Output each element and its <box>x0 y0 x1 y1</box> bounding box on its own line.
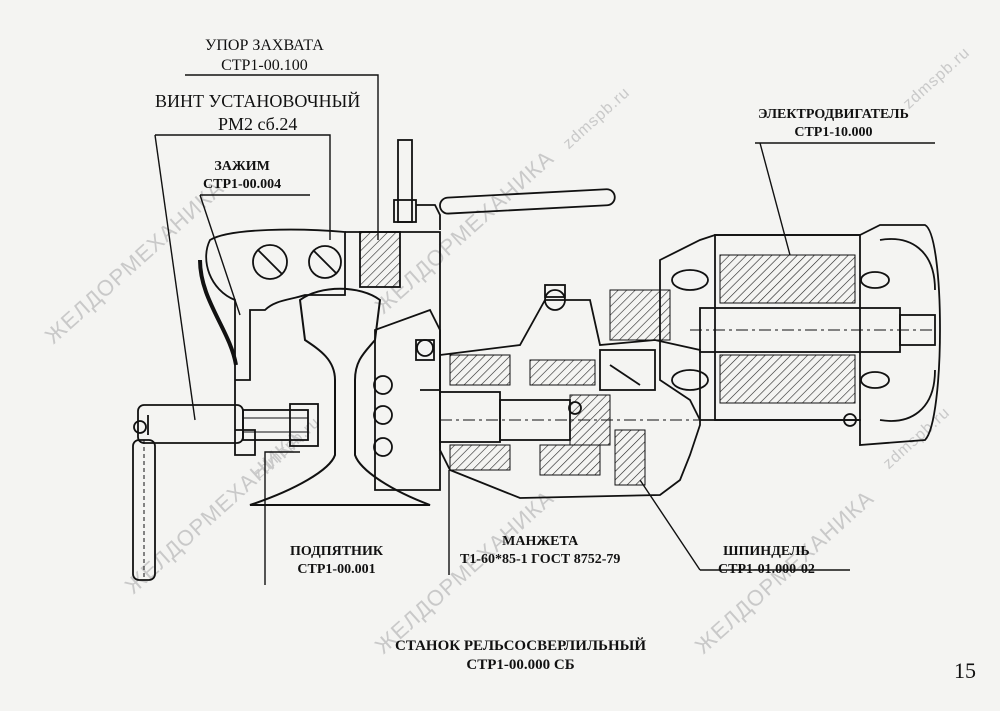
label-name: ПОДПЯТНИК <box>290 544 383 559</box>
label-name: ВИНТ УСТАНОВОЧНЫЙ <box>155 91 361 111</box>
label-upor-zakhvata: УПОР ЗАХВАТА СТР1-00.100 <box>205 36 324 76</box>
left-housing <box>373 308 441 491</box>
label-name: МАНЖЕТА <box>502 534 579 549</box>
label-manzheta: МАНЖЕТА Т1-60*85-1 ГОСТ 8752-79 <box>460 533 620 568</box>
label-podpyatnik: ПОДПЯТНИК СТР1-00.001 <box>290 543 383 578</box>
label-vint-ustanovochny: ВИНТ УСТАНОВОЧНЫЙ РМ2 сб.24 <box>155 90 360 135</box>
label-name: УПОР ЗАХВАТА <box>205 37 324 54</box>
label-code: Т1-60*85-1 ГОСТ 8752-79 <box>460 551 621 567</box>
frame-body <box>198 228 441 456</box>
label-name: ШПИНДЕЛЬ <box>723 544 810 559</box>
label-code: СТР1-10.000 <box>794 124 873 140</box>
leader-upor <box>185 74 379 240</box>
label-shpindel: ШПИНДЕЛЬ СТР1-01.000-02 <box>718 543 815 578</box>
rail-profile <box>249 287 431 506</box>
label-code: СТР1-01.000-02 <box>718 561 815 577</box>
clamp-handle <box>132 403 319 581</box>
electric-motor <box>609 224 941 446</box>
leader-lines <box>154 74 935 585</box>
label-code: РМ2 сб.24 <box>217 113 298 134</box>
leader-vint <box>155 134 331 240</box>
leader-shpindel <box>639 479 701 571</box>
label-code: СТР1-00.004 <box>203 176 282 192</box>
label-zazhim: ЗАЖИМ СТР1-00.004 <box>203 158 281 193</box>
title-line-1: СТАНОК РЕЛЬСОСВЕРЛИЛЬНЫЙ <box>395 638 647 654</box>
leader-motor <box>759 142 791 256</box>
label-code: СТР1-00.100 <box>221 57 308 74</box>
spindle-housing <box>416 284 701 499</box>
leader-vint-2 <box>154 134 196 421</box>
upor-assembly <box>359 139 616 288</box>
title-line-2: СТР1-00.000 СБ <box>466 656 575 673</box>
label-code: СТР1-00.001 <box>297 561 376 577</box>
drawing-title: СТАНОК РЕЛЬСОСВЕРЛИЛЬНЫЙ СТР1-00.000 СБ <box>395 637 646 675</box>
label-name: ЗАЖИМ <box>214 159 270 174</box>
label-name: ЭЛЕКТРОДВИГАТЕЛЬ <box>758 107 909 122</box>
leader-podpyatnik <box>264 451 300 585</box>
leader-zazhim-2 <box>199 194 241 316</box>
label-electric-motor: ЭЛЕКТРОДВИГАТЕЛЬ СТР1-10.000 <box>758 106 909 141</box>
page-number: 15 <box>954 658 976 683</box>
